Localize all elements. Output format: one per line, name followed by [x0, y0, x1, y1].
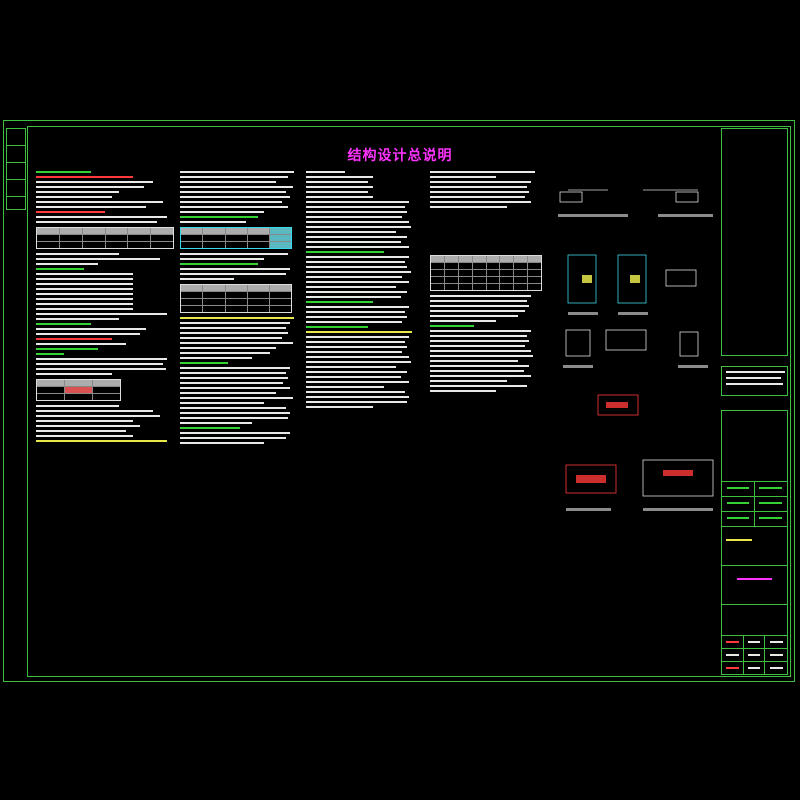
- detail-caption: [618, 312, 648, 315]
- detail-caption: [566, 508, 611, 511]
- joint-detail: [679, 331, 699, 357]
- cover-table: [36, 379, 121, 401]
- notes-column-1: [36, 168, 174, 445]
- load-table: [36, 227, 174, 249]
- strip-cell: [7, 163, 25, 180]
- rebar-mark: [606, 402, 628, 408]
- title-block-top: [721, 128, 788, 356]
- notes-column-4: [430, 168, 542, 395]
- anchorage-table: [180, 284, 293, 313]
- beam-detail: [665, 269, 697, 287]
- strip-cell: [7, 180, 25, 197]
- rebar-mark: [663, 470, 693, 476]
- detail-caption: [658, 214, 713, 217]
- notes-box: [721, 366, 788, 396]
- column-detail: [567, 254, 597, 304]
- rebar-mark: [582, 275, 592, 283]
- rebar-mark: [576, 475, 606, 483]
- steel-table: [430, 255, 542, 291]
- wall-detail: [597, 394, 639, 416]
- detail-rect: [675, 191, 699, 203]
- title-block-bottom: [721, 410, 788, 675]
- junction-detail: [642, 459, 714, 497]
- detail-caption: [643, 508, 713, 511]
- detail-caption: [563, 365, 593, 368]
- lintel-detail: [565, 464, 617, 494]
- notes-column-2: [180, 168, 300, 447]
- joint-detail: [565, 329, 591, 357]
- binding-strip: [6, 128, 26, 210]
- notes-column-3: [306, 168, 418, 411]
- drawing-frame-inner: [27, 126, 791, 677]
- rebar-mark: [630, 275, 640, 283]
- detail-caption: [558, 214, 628, 217]
- title-block: [721, 128, 788, 675]
- rebar-table: [180, 227, 293, 249]
- detail-rect: [559, 191, 583, 203]
- drawing-title: 结构设计总说明: [347, 148, 453, 164]
- joint-detail: [605, 329, 647, 351]
- detail-caption: [568, 312, 598, 315]
- drawing-frame-outer: [3, 120, 795, 682]
- column-detail: [617, 254, 647, 304]
- strip-cell: [7, 129, 25, 146]
- construction-details: [558, 189, 714, 511]
- strip-cell: [7, 146, 25, 163]
- detail-caption: [678, 365, 708, 368]
